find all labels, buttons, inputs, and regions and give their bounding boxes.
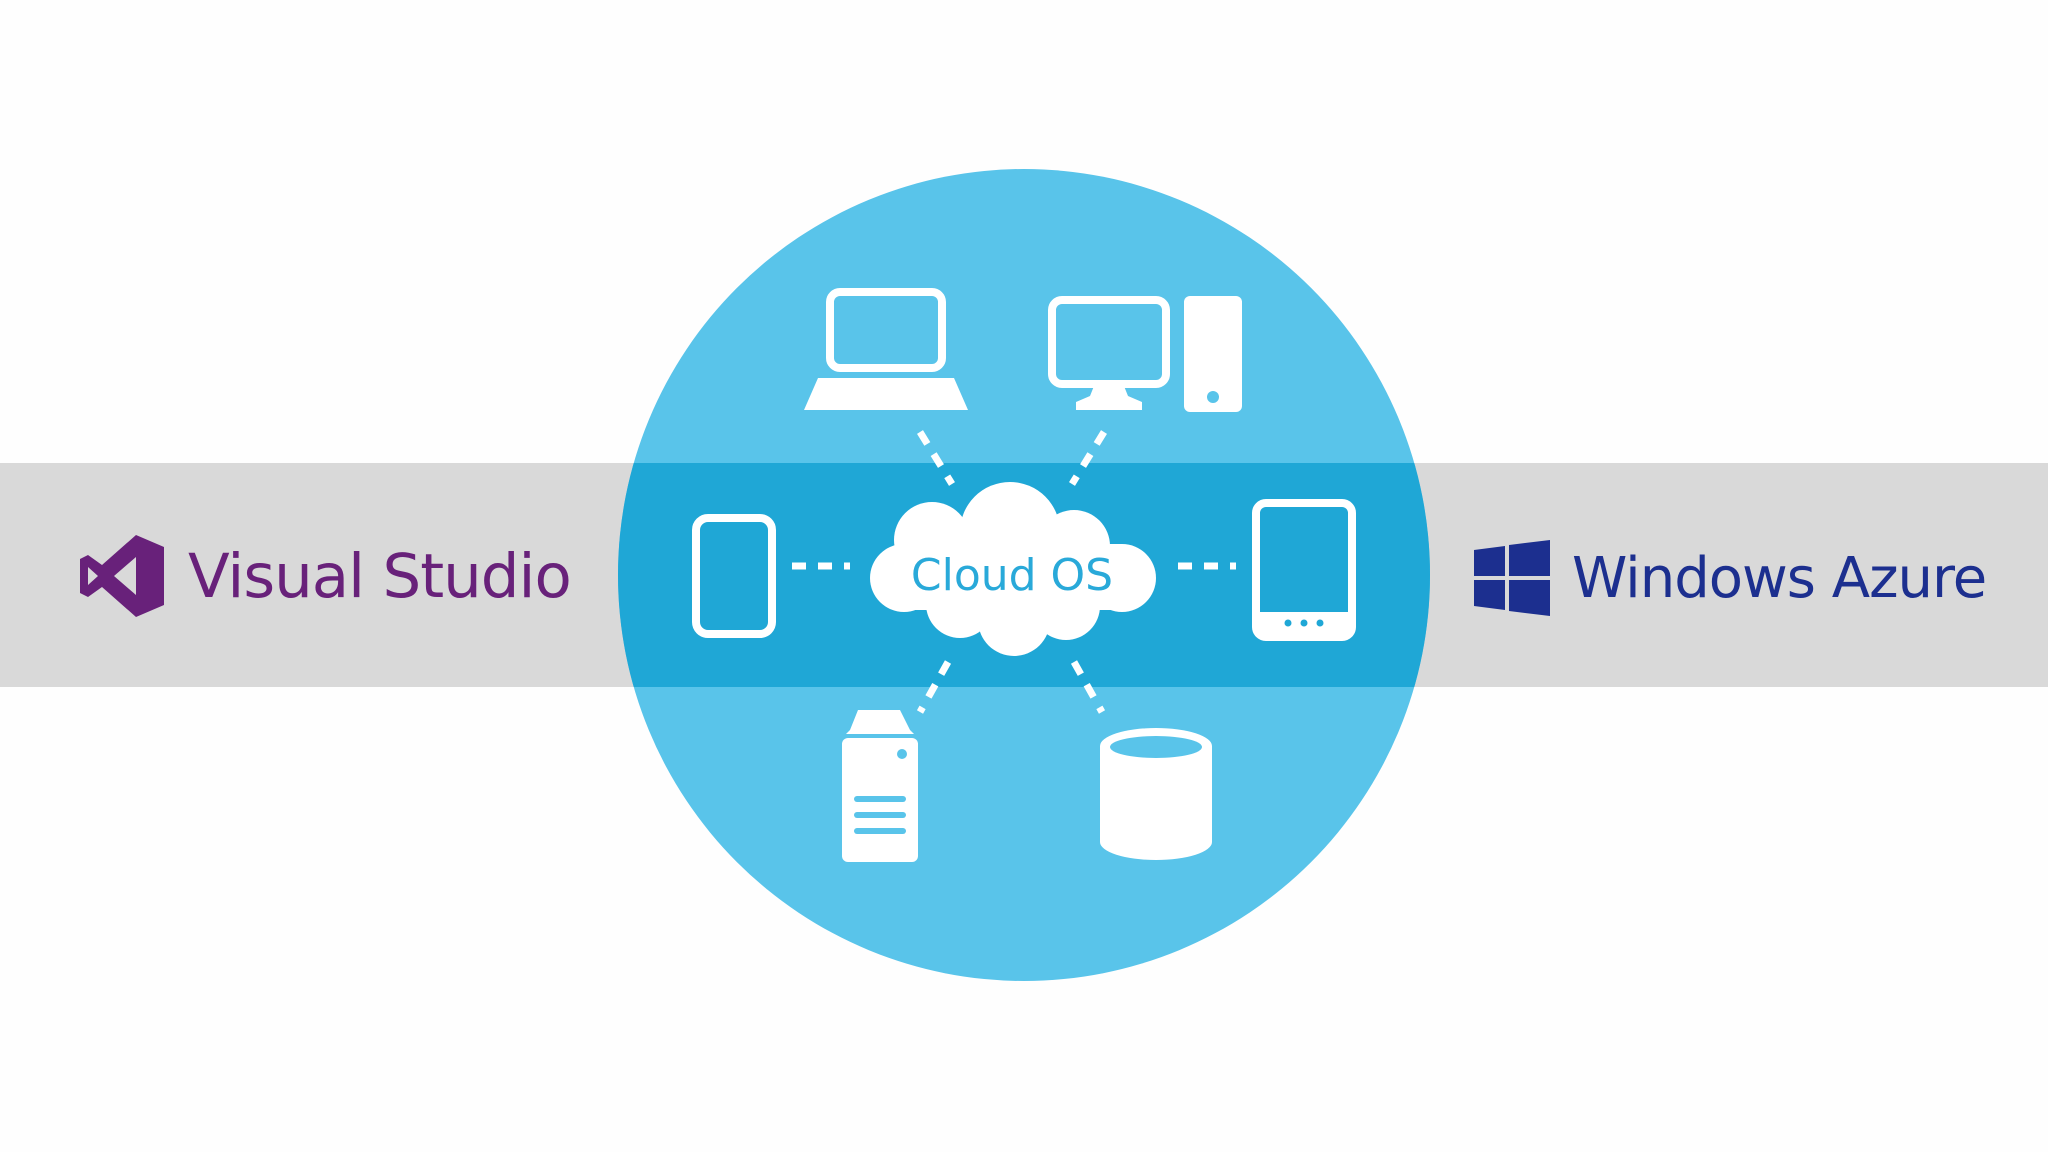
smartphone-icon: [692, 514, 776, 638]
visual-studio-text: Visual Studio: [188, 540, 572, 612]
connector-laptop: [917, 430, 955, 486]
visual-studio-icon: [80, 535, 164, 617]
connector-desktop: [1069, 430, 1107, 486]
laptop-icon: [804, 288, 968, 410]
connector-database: [1070, 660, 1106, 714]
database-icon: [1100, 728, 1212, 860]
cloud-os-label: Cloud OS: [911, 550, 1113, 601]
desktop-computer-icon: [1048, 296, 1242, 412]
windows-azure-logo: Windows Azure: [1474, 530, 1987, 626]
windows-azure-text: Windows Azure: [1572, 545, 1987, 611]
server-tower-icon: [842, 710, 918, 862]
cloud-shape: [870, 482, 1156, 656]
connector-server: [916, 660, 952, 714]
windows-logo-icon: [1474, 540, 1550, 616]
visual-studio-logo: Visual Studio: [78, 528, 572, 624]
tablet-icon: [1252, 499, 1356, 641]
connectors: [792, 430, 1236, 714]
